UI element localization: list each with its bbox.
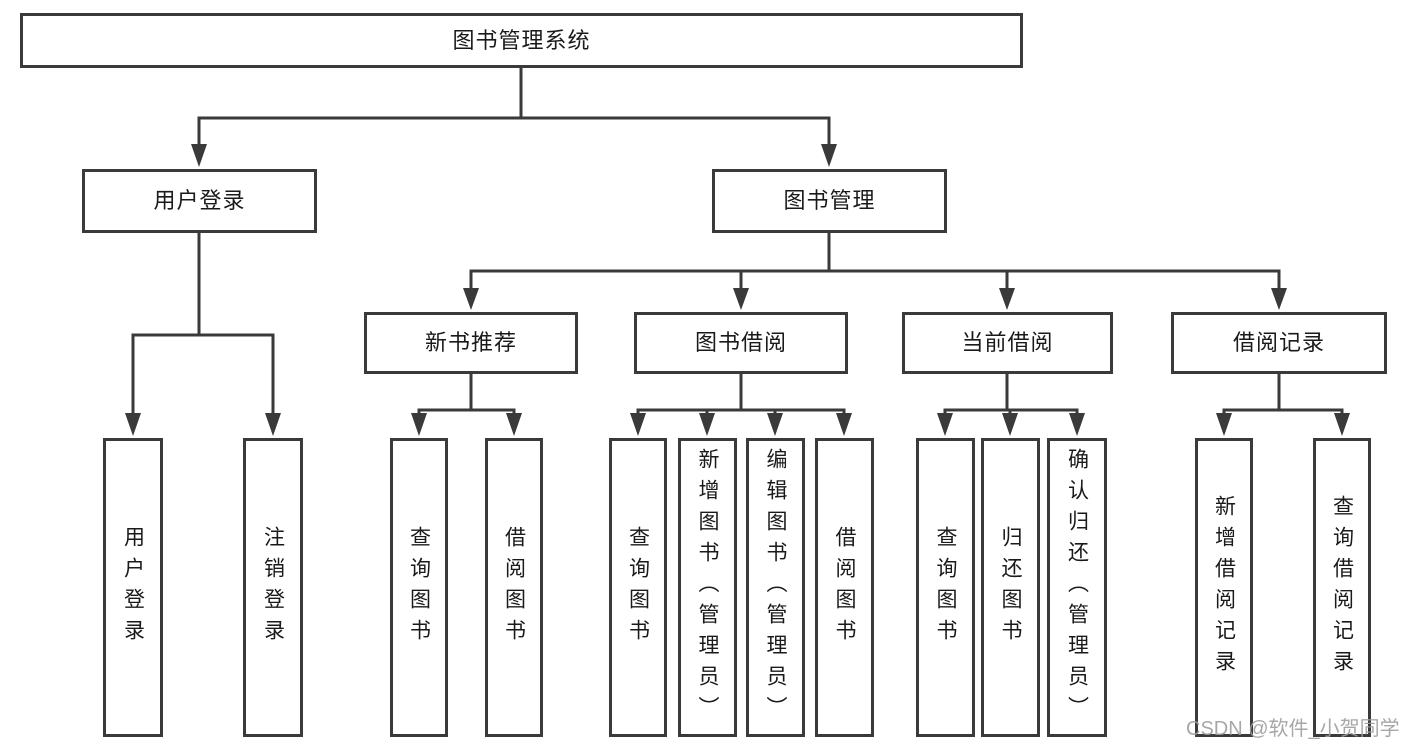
leaf-label: 新增图书（管理员） bbox=[696, 448, 719, 727]
leaf-label: 确认归还（管理员） bbox=[1065, 448, 1089, 727]
leaf-confirm-return-admin: 确认归还（管理员） bbox=[1047, 438, 1107, 737]
leaf-label: 查询图书 bbox=[934, 525, 957, 650]
leaf-query-borrow-record: 查询借阅记录 bbox=[1313, 438, 1371, 737]
csdn-watermark: CSDN @软件_小贺同学 bbox=[1186, 718, 1400, 740]
node-library-management-system: 图书管理系统 bbox=[20, 13, 1023, 68]
leaf-label: 借阅图书 bbox=[502, 525, 526, 650]
node-label: 图书借阅 bbox=[694, 330, 787, 355]
node-user-login: 用户登录 bbox=[82, 169, 317, 233]
leaf-label: 归还图书 bbox=[999, 525, 1022, 650]
node-label: 图书管理 bbox=[783, 188, 876, 213]
leaf-edit-books-admin: 编辑图书（管理员） bbox=[746, 438, 805, 737]
leaf-label: 用户登录 bbox=[121, 525, 145, 650]
leaf-user-login: 用户登录 bbox=[103, 438, 163, 737]
leaf-label: 借阅图书 bbox=[833, 525, 856, 650]
leaf-logout: 注销登录 bbox=[243, 438, 303, 737]
node-label: 当前借阅 bbox=[961, 330, 1054, 355]
leaf-return-books: 归还图书 bbox=[981, 438, 1040, 737]
node-new-book-recommend: 新书推荐 bbox=[364, 312, 578, 374]
leaf-label: 注销登录 bbox=[261, 525, 285, 650]
leaf-query-books-recommend: 查询图书 bbox=[390, 438, 448, 737]
node-current-borrowing: 当前借阅 bbox=[902, 312, 1113, 374]
node-label: 图书管理系统 bbox=[452, 27, 591, 53]
leaf-add-books-admin: 新增图书（管理员） bbox=[678, 438, 737, 737]
node-label: 借阅记录 bbox=[1232, 330, 1325, 355]
leaf-label: 查询图书 bbox=[407, 525, 431, 650]
leaf-borrow-books: 借阅图书 bbox=[815, 438, 874, 737]
leaf-borrow-books-recommend: 借阅图书 bbox=[485, 438, 543, 737]
leaf-label: 查询借阅记录 bbox=[1330, 494, 1354, 681]
leaf-query-books-current: 查询图书 bbox=[916, 438, 975, 737]
node-book-borrowing: 图书借阅 bbox=[634, 312, 848, 374]
node-label: 用户登录 bbox=[153, 188, 246, 213]
node-label: 新书推荐 bbox=[424, 330, 517, 355]
leaf-label: 查询图书 bbox=[626, 525, 650, 650]
leaf-add-borrow-record: 新增借阅记录 bbox=[1195, 438, 1253, 737]
leaf-query-books-borrowing: 查询图书 bbox=[609, 438, 667, 737]
leaf-label: 编辑图书（管理员） bbox=[764, 448, 787, 727]
node-book-management: 图书管理 bbox=[712, 169, 947, 233]
node-borrowing-records: 借阅记录 bbox=[1171, 312, 1387, 374]
leaf-label: 新增借阅记录 bbox=[1212, 494, 1236, 681]
